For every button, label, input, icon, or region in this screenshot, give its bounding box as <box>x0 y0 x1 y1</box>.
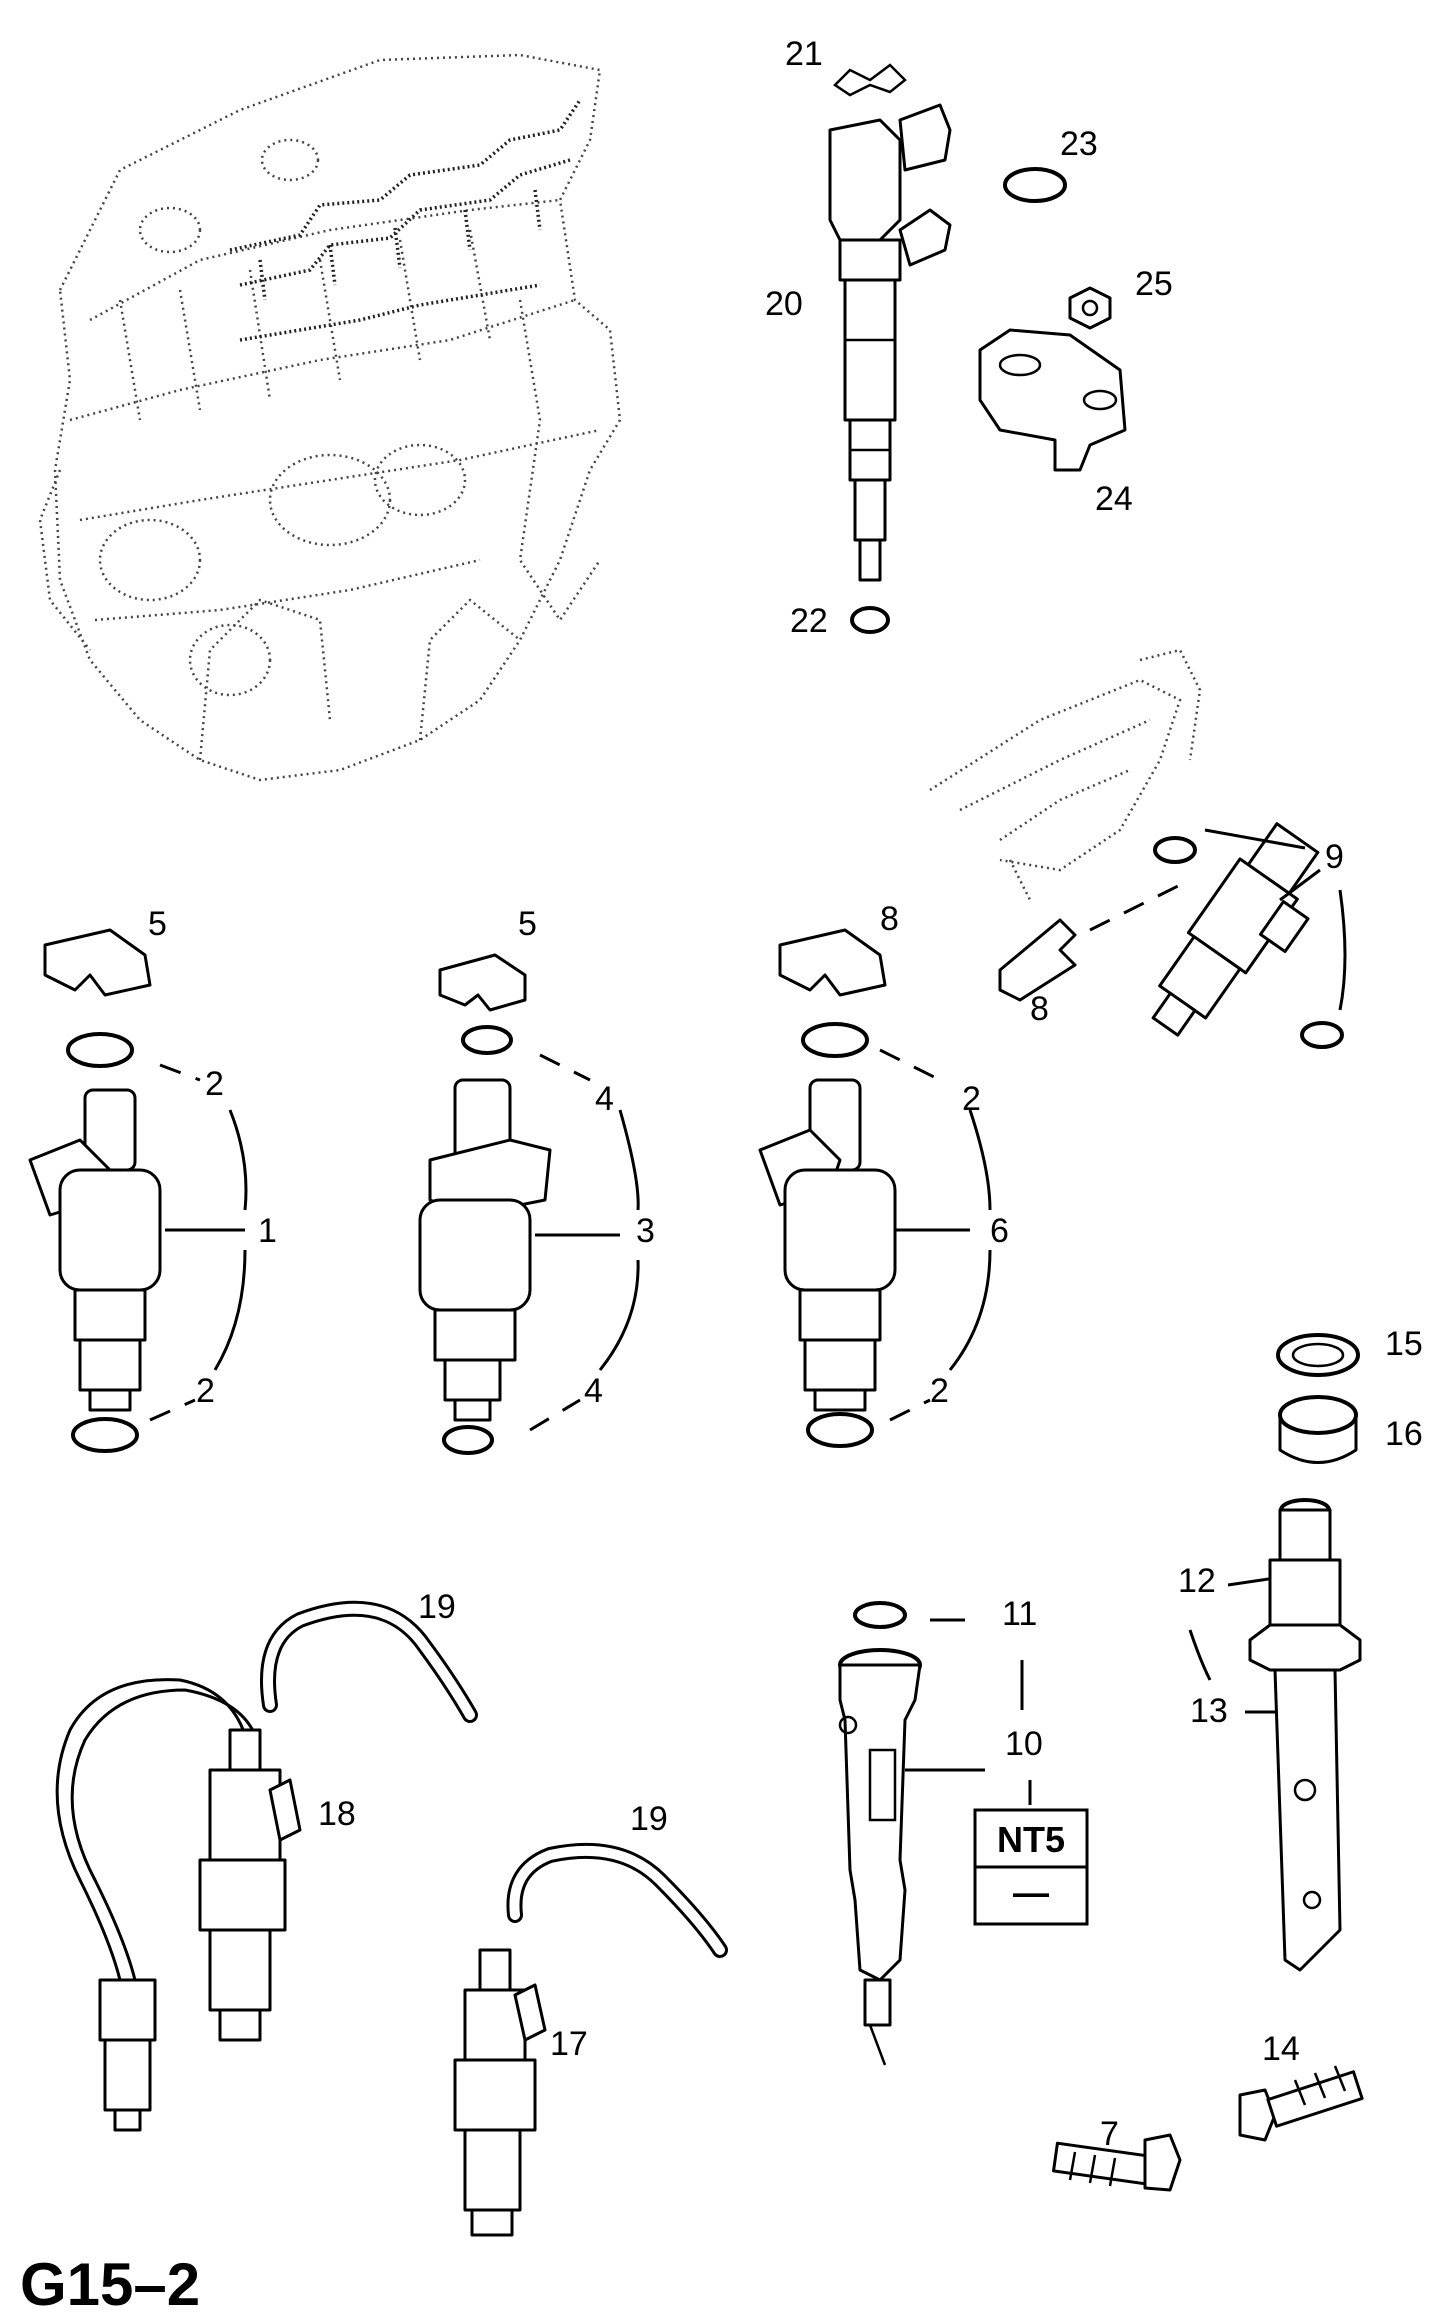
nt5-tool-value: — <box>1013 1872 1049 1913</box>
part-10-injector <box>838 1648 922 2066</box>
callout-2-6b: 2 <box>930 1372 949 1410</box>
part-17-glow-plug <box>453 1948 547 2237</box>
part-21-clip <box>833 63 907 97</box>
part-19-hose-lower <box>506 1842 728 1958</box>
callout-7: 7 <box>1100 2115 1119 2153</box>
nt5-tool-code: NT5 <box>997 1819 1065 1860</box>
part-11-seal <box>853 1601 907 1629</box>
callout-21: 21 <box>785 35 823 73</box>
callout-labels: 21 23 20 25 24 22 9 8 8 5 5 2 1 2 4 3 4 … <box>148 35 1423 2153</box>
callout-17: 17 <box>550 2025 588 2063</box>
part-2-o-ring-6b <box>806 1412 874 1448</box>
part-14-bolt <box>1238 2065 1364 2142</box>
callout-5-left: 5 <box>148 905 167 943</box>
callout-13: 13 <box>1190 1692 1228 1730</box>
callout-25: 25 <box>1135 265 1173 303</box>
callout-4-upper: 4 <box>595 1080 614 1118</box>
callout-2-1b: 2 <box>196 1372 215 1410</box>
part-9-injector <box>1151 822 1344 1049</box>
part-16-sleeve <box>1278 1395 1358 1464</box>
part-19-hose-upper <box>260 1600 478 1723</box>
callout-8-lower: 8 <box>1030 990 1049 1028</box>
part-24-clamp-bracket <box>978 328 1127 472</box>
callout-10: 10 <box>1005 1725 1043 1763</box>
part-4-o-ring-3a <box>461 1025 513 1055</box>
part-12-13-injector-holder <box>1248 1498 1362 1972</box>
callout-6: 6 <box>990 1212 1009 1250</box>
diagram-reference: G15–2 <box>20 2251 200 2318</box>
callout-20: 20 <box>765 285 803 323</box>
callout-22: 22 <box>790 602 828 640</box>
callout-19-lower: 19 <box>630 1800 668 1838</box>
callout-9: 9 <box>1325 838 1344 876</box>
callout-12: 12 <box>1178 1562 1216 1600</box>
callout-15: 15 <box>1385 1325 1423 1363</box>
part-5-clip-middle <box>438 953 527 1012</box>
callout-11: 11 <box>1002 1595 1037 1633</box>
callout-16: 16 <box>1385 1415 1423 1453</box>
part-23-o-ring <box>1003 167 1067 203</box>
part-2-o-ring-1a <box>66 1032 134 1068</box>
callout-24: 24 <box>1095 480 1133 518</box>
part-18-glow-plug-harness <box>55 1678 302 2132</box>
callout-5-middle: 5 <box>518 905 537 943</box>
part-6-injector <box>758 1078 897 1412</box>
callout-1: 1 <box>258 1212 277 1250</box>
fuel-rail-illustration <box>929 648 1202 901</box>
part-22-washer <box>850 606 890 634</box>
leader-lines <box>149 828 1347 1805</box>
part-25-nut <box>1068 286 1112 330</box>
part-2-o-ring-1b <box>71 1417 139 1453</box>
callout-2-1a: 2 <box>205 1065 224 1103</box>
callout-19-upper: 19 <box>418 1588 456 1626</box>
part-2-o-ring-6a <box>801 1022 869 1058</box>
callout-3: 3 <box>636 1212 655 1250</box>
part-7-bolt <box>1052 2133 1182 2192</box>
part-1-injector <box>28 1088 162 1412</box>
part-15-seal-ring <box>1276 1333 1360 1377</box>
callout-18: 18 <box>318 1795 356 1833</box>
part-8-clip-angled <box>998 918 1077 1002</box>
nt5-tool-box: NT5 — <box>973 1808 1089 1926</box>
part-3-injector <box>418 1078 552 1422</box>
part-20-injector <box>828 103 952 582</box>
part-8-clip <box>778 928 887 997</box>
part-5-clip-left <box>43 928 152 997</box>
engine-block-illustration <box>38 53 622 782</box>
callout-8-upper: 8 <box>880 900 899 938</box>
callout-2-6a: 2 <box>962 1080 981 1118</box>
part-4-o-ring-3b <box>442 1425 494 1455</box>
callout-4-lower: 4 <box>584 1372 603 1410</box>
callout-14: 14 <box>1262 2030 1300 2068</box>
callout-23: 23 <box>1060 125 1098 163</box>
